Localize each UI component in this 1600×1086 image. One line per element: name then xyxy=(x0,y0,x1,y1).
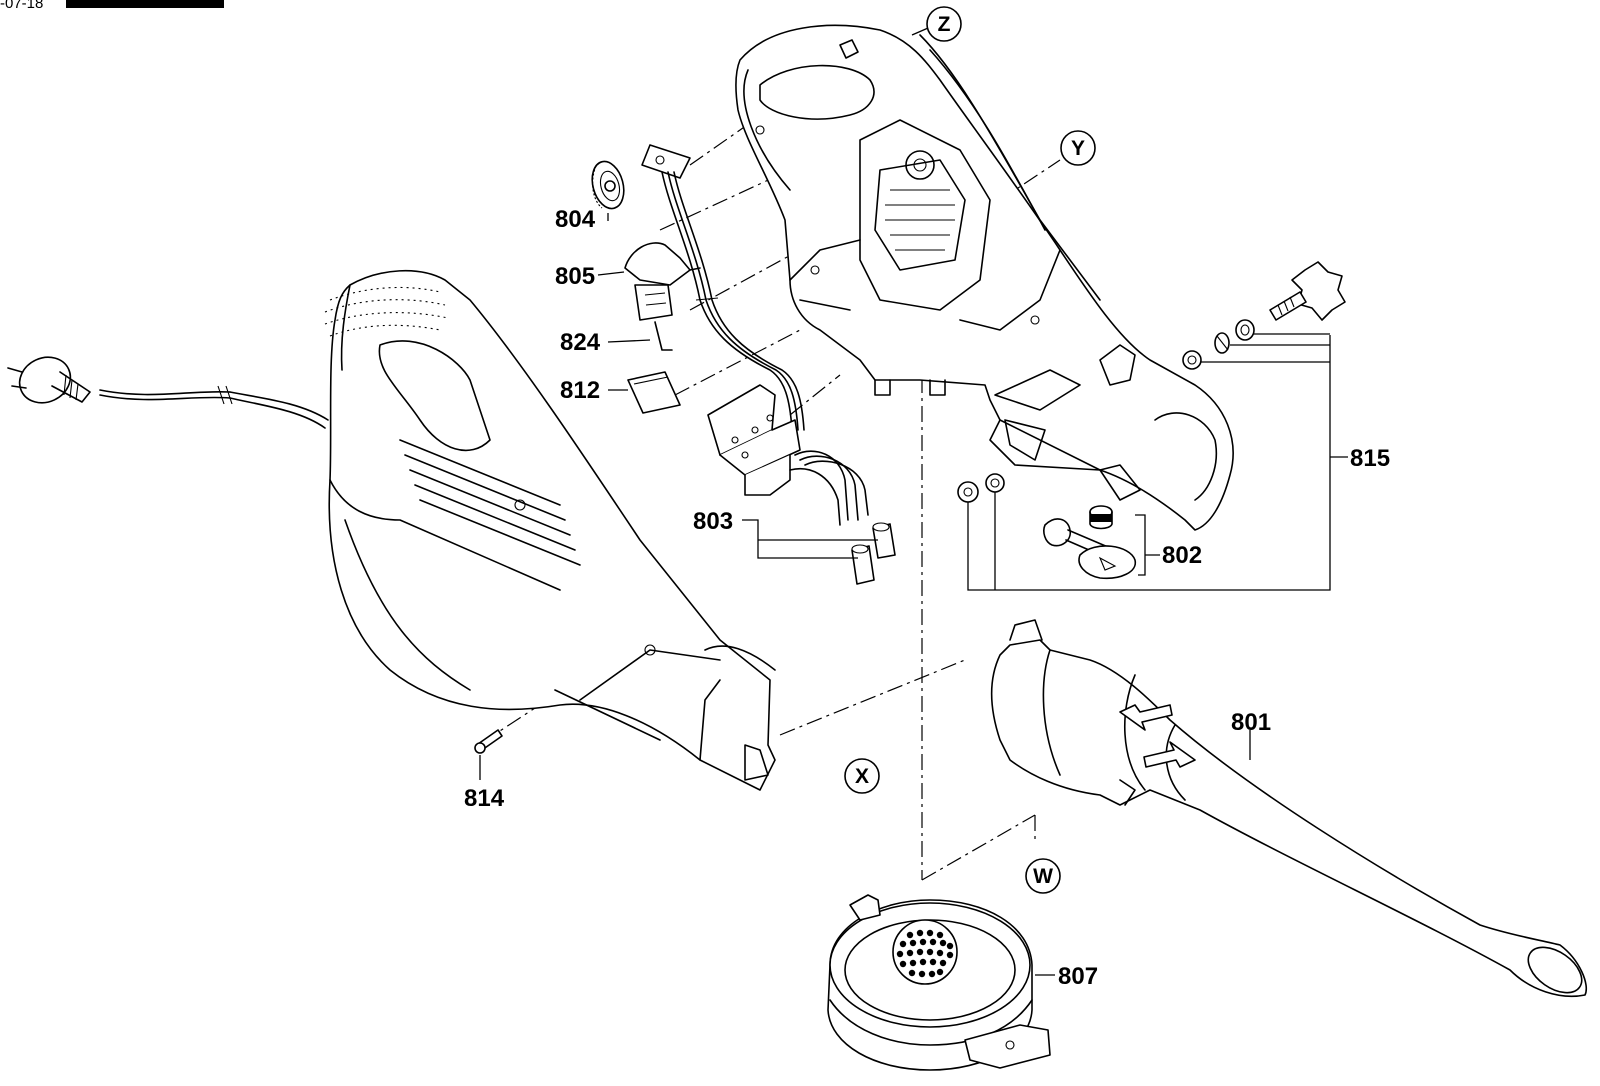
grille-holes xyxy=(896,929,954,978)
marker-x: X xyxy=(844,758,880,794)
marker-y: Z xyxy=(926,6,962,42)
part-label-803: 803 xyxy=(693,508,733,535)
cord-segment-1 xyxy=(99,394,231,401)
part-label-812: 812 xyxy=(560,377,600,404)
part-labels: 804 805 824 812 803 814 801 807 802 815 xyxy=(464,206,1390,990)
svg-text:W: W xyxy=(1033,865,1053,888)
part-label-801: 801 xyxy=(1231,709,1271,736)
part-label-814: 814 xyxy=(464,785,505,812)
axis-line-bracket xyxy=(789,374,841,416)
part-805-switch xyxy=(624,242,701,321)
part-812-plate xyxy=(627,371,681,414)
leader-815 xyxy=(967,333,1348,591)
star-knob-icon xyxy=(1269,261,1346,321)
header: -07-18 xyxy=(0,0,224,12)
housing-half-right xyxy=(735,24,1234,531)
part-824-clip xyxy=(654,321,673,351)
marker-w: W xyxy=(1025,858,1061,894)
part-label-824: 824 xyxy=(560,329,601,356)
header-black-bar xyxy=(66,0,224,8)
arrow-icons xyxy=(1119,704,1196,768)
vent-dots xyxy=(324,286,449,337)
housing-half-left xyxy=(324,269,776,791)
part-802-flap xyxy=(1043,505,1136,580)
part-801-tube xyxy=(990,619,1587,998)
connection-markers: Z Y X W xyxy=(844,6,1096,894)
axis-line-x xyxy=(779,659,966,736)
axis-line-w xyxy=(921,814,1036,881)
part-pcb-wiring xyxy=(641,144,805,431)
axis-line-824 xyxy=(689,249,801,311)
part-label-804: 804 xyxy=(555,206,596,233)
part-803-bracket xyxy=(707,384,896,585)
part-label-815: 815 xyxy=(1350,445,1390,472)
part-label-802: 802 xyxy=(1162,542,1202,569)
svg-text:Y: Y xyxy=(1071,137,1085,160)
assembly-lines xyxy=(482,94,1061,881)
part-label-805: 805 xyxy=(555,263,595,290)
plug-icon xyxy=(7,356,91,404)
connector-sleeves xyxy=(851,522,896,585)
part-815-fasteners xyxy=(957,261,1346,503)
leader-824 xyxy=(607,339,651,343)
leader-802 xyxy=(1135,514,1160,576)
leader-lines xyxy=(479,24,1348,976)
part-label-807: 807 xyxy=(1058,963,1098,990)
header-code: -07-18 xyxy=(0,0,43,12)
axis-line-812 xyxy=(674,329,801,396)
leader-805 xyxy=(597,271,625,276)
power-cord xyxy=(7,356,329,429)
svg-text:X: X xyxy=(855,765,869,788)
marker-z: Y xyxy=(1060,130,1096,166)
leader-803 xyxy=(742,519,878,559)
part-807-cap xyxy=(827,894,1051,1071)
part-804-knob xyxy=(591,160,625,210)
screw-814 xyxy=(474,729,503,754)
svg-text:Z: Z xyxy=(938,13,951,36)
